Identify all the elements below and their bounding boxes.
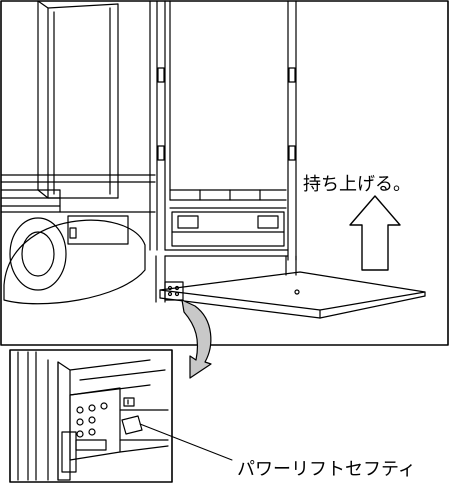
rear-bumper: [164, 211, 289, 257]
up-arrow: [349, 195, 401, 271]
detail-inset-illustration: [17, 351, 169, 481]
main-panel-frame: [0, 0, 449, 346]
detail-inset-frame: [9, 349, 173, 483]
open-rear-door: [37, 0, 119, 199]
lift-instruction-label: 持ち上げる。: [303, 174, 411, 195]
power-lift-safety-label: パワーリフトセフティ: [237, 459, 416, 480]
lift-platform: [155, 255, 426, 319]
curved-pointer-arrow: [181, 299, 212, 379]
cargo-interior: [169, 0, 287, 209]
leader-line: [139, 423, 233, 461]
rear-wheel: [3, 215, 146, 305]
truck-side-body: [0, 174, 156, 213]
rear-frame-posts: [149, 0, 297, 261]
